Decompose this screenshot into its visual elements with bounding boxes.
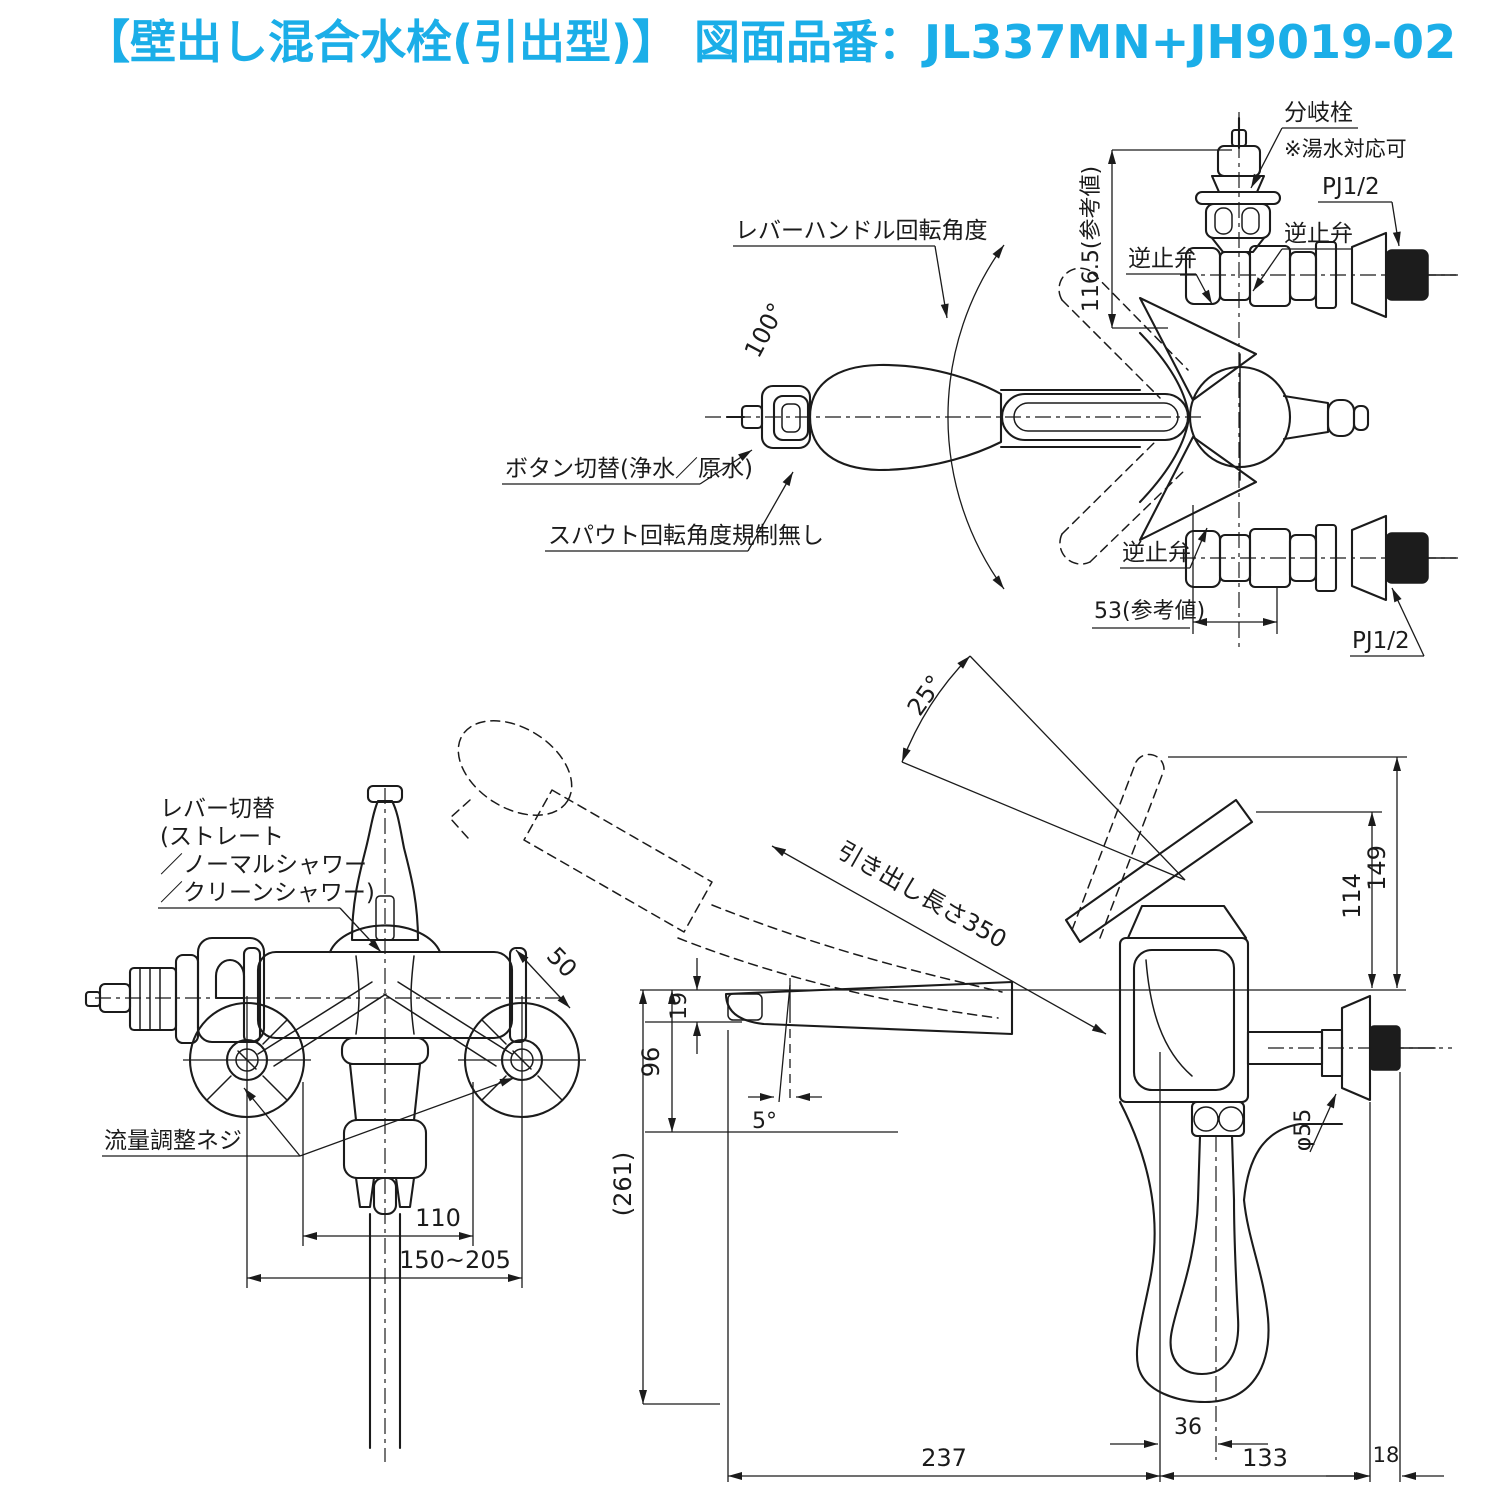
dim-149: 149 [1363, 845, 1391, 891]
callout-branch-valve: 分岐栓 [1250, 100, 1358, 189]
label-branch-valve: 分岐栓 [1284, 100, 1353, 126]
dim-133: 133 [1242, 1444, 1288, 1472]
lever-handle-dashed-down [1059, 441, 1186, 565]
dim-149-group: 149 [1168, 756, 1407, 988]
dim-dia55-group: φ55 [1291, 1093, 1337, 1153]
lever-front [328, 784, 442, 954]
dim-116-5: 116.5(参考値) [1079, 166, 1104, 312]
page-title: 【壁出し混合水栓(引出型)】 図面品番：JL337MN+JH9019-02 [84, 15, 1457, 69]
label-check-valve-lower: 逆止弁 [1122, 540, 1191, 566]
faucet-technical-drawing: 100° レバーハンドル回転角度 ボタン切替(浄水／原水) スパウト回転角度規制… [84, 100, 1458, 1482]
lever-side-dashed [1071, 753, 1165, 939]
label-flow-adjust-screw: 流量調整ネジ [104, 1128, 242, 1154]
wall-connector-side [1320, 994, 1436, 1102]
callout-check-valve-upper-right: 逆止弁 [1252, 221, 1353, 292]
dim-96: 96 [637, 1047, 665, 1078]
label-button-switch: ボタン切替(浄水／原水) [505, 456, 753, 482]
lower-leg-assembly [1184, 514, 1457, 602]
label-lever-switch-line3: ／ノーマルシャワー [160, 852, 367, 878]
callout-check-valve-upper-left: 逆止弁 [1126, 246, 1213, 305]
pj-connector-bottom [1385, 532, 1429, 584]
callout-spout-rotation: スパウト回転角度規制無し [545, 471, 824, 552]
dim-96-group: 96 [637, 990, 898, 1133]
dim-dia-55: φ55 [1291, 1109, 1316, 1152]
eccentric-arms [257, 981, 513, 1067]
branch-valve [1194, 116, 1282, 254]
dim-36: 36 [1174, 1415, 1202, 1440]
front-view: レバー切替 (ストレート ／ノーマルシャワー ／クリーンシャワー) 流量調整ネジ… [84, 784, 586, 1462]
label-branch-note: ※湯水対応可 [1284, 137, 1407, 161]
dim-pullout-group: 引き出し長さ350 [771, 836, 1107, 1035]
dim-36-group: 36 [1110, 1415, 1268, 1448]
label-lever-switch-line2: (ストレート [160, 824, 284, 850]
label-lever-switch-line4: ／クリーンシャワー) [160, 880, 375, 906]
dim-150-205: 150~205 [399, 1246, 511, 1274]
spray-head-top [725, 363, 1142, 472]
label-check-valve-upper-left: 逆止弁 [1128, 246, 1197, 272]
dim-114: 114 [1338, 873, 1366, 919]
callout-pj-bottom: PJ1/2 [1350, 587, 1425, 657]
side-view: 25° 引き出し長さ350 [449, 655, 1452, 1482]
spout-side [724, 980, 1014, 1036]
label-lever-switch-line1: レバー切替 [160, 796, 275, 822]
label-lever-rotation-angle: レバーハンドル回転角度 [735, 218, 988, 244]
label-pj-half-top: PJ1/2 [1322, 174, 1380, 200]
spray-head-front [340, 1036, 430, 1450]
dim-19: 19 [667, 992, 692, 1020]
hose-side [1118, 1100, 1344, 1404]
callout-check-valve-lower: 逆止弁 [1120, 527, 1208, 569]
callout-pj-top: PJ1/2 [1318, 174, 1401, 247]
label-check-valve-upper-right: 逆止弁 [1284, 221, 1353, 247]
dim-237: 237 [921, 1444, 967, 1472]
left-connector-front [84, 936, 266, 1045]
upper-leg-assembly [1184, 231, 1457, 319]
faucet-body-top [1138, 296, 1370, 542]
label-pj-half-bottom: PJ1/2 [1352, 628, 1410, 654]
callout-lever-switch: レバー切替 (ストレート ／ノーマルシャワー ／クリーンシャワー) [158, 796, 382, 953]
dim-18-group: 18 [1326, 1443, 1444, 1480]
wall-flange-left [183, 996, 311, 1126]
angle-5-group: 5° [748, 978, 822, 1134]
dim-53: 53(参考値) [1094, 599, 1205, 624]
dim-5deg: 5° [752, 1109, 777, 1134]
pj-connector-top [1385, 249, 1429, 301]
dim-18: 18 [1373, 1443, 1400, 1467]
faucet-body-side [1118, 904, 1324, 1104]
dim-25deg: 25° [902, 670, 949, 721]
callout-lever-rotation: レバーハンドル回転角度 [733, 218, 988, 319]
label-spout-rotation: スパウト回転角度規制無し [548, 523, 824, 549]
dim-100deg: 100° [739, 298, 791, 362]
dim-19-group: 19 [645, 958, 742, 1054]
dim-110-group: 110 [302, 1082, 474, 1246]
dim-261: (261) [609, 1152, 637, 1217]
callout-flow-screw: 流量調整ネジ [102, 1077, 515, 1157]
dim-150-205-group: 150~205 [246, 1126, 523, 1288]
callout-button-switch: ボタン切替(浄水／原水) [502, 449, 753, 485]
arc-100deg [947, 244, 1005, 590]
angle-25-group: 25° [901, 655, 1186, 881]
dim-50: 50 [541, 942, 582, 983]
dim-53-group: 53(参考値) [1092, 505, 1278, 634]
dim-114-group: 114 [1256, 811, 1382, 988]
dim-133-group: 133 [1160, 1444, 1370, 1480]
dim-116-5-group: 116.5(参考値) [1079, 149, 1232, 329]
dim-237-group: 237 [728, 1444, 1160, 1480]
top-view: 100° レバーハンドル回転角度 ボタン切替(浄水／原水) スパウト回転角度規制… [502, 100, 1458, 657]
wall-flange-right [458, 996, 586, 1126]
dim-110: 110 [415, 1204, 461, 1232]
dim-261-group: (261) [609, 990, 720, 1405]
pj-connector-side [1369, 1025, 1401, 1071]
